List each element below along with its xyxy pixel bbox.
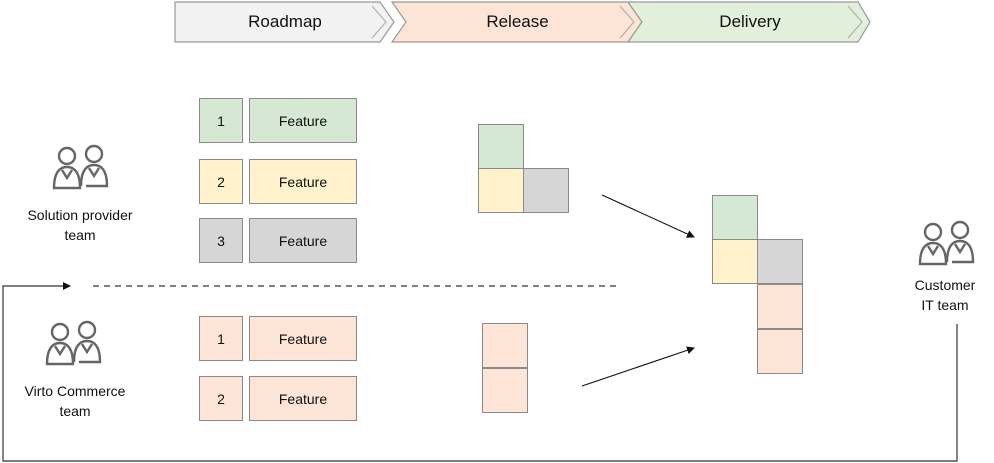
- release-block: [523, 168, 569, 213]
- feature-number: 2: [199, 376, 243, 421]
- feature-box: Feature: [249, 218, 357, 263]
- team-label-line: team: [64, 227, 96, 243]
- team-label-customer: Customer IT team: [895, 275, 994, 315]
- feature-number: 1: [199, 98, 243, 143]
- team-icon: [52, 144, 109, 190]
- stage-chevron-roadmap: [174, 1, 395, 43]
- delivery-block: [757, 239, 803, 284]
- team-icon: [45, 320, 102, 366]
- delivery-block: [757, 284, 803, 329]
- release-block: [478, 124, 524, 169]
- team-label-line: Virto Commerce: [24, 383, 126, 399]
- stage-label-roadmap: Roadmap: [248, 12, 322, 31]
- release-block: [482, 323, 528, 368]
- stage-label-release: Release: [486, 12, 549, 31]
- release-block: [478, 168, 524, 213]
- team-label-line: Solution provider: [27, 207, 133, 223]
- feature-box: Feature: [249, 159, 357, 204]
- feature-box: Feature: [249, 98, 357, 143]
- feature-number: 1: [199, 316, 243, 361]
- feature-box: Feature: [249, 316, 357, 361]
- arrow-release-to-delivery-lower: [581, 346, 695, 387]
- delivery-block: [712, 195, 758, 240]
- arrow-release-to-delivery-upper: [601, 194, 695, 238]
- feature-number: 2: [199, 159, 243, 204]
- team-icon: [918, 220, 975, 266]
- team-label-line: team: [59, 403, 91, 419]
- stage-label-delivery: Delivery: [719, 12, 781, 31]
- team-label-line: IT team: [921, 297, 969, 313]
- release-block: [482, 368, 528, 413]
- feedback-loop-line: [2, 282, 958, 462]
- team-label-line: Customer: [914, 277, 976, 293]
- feature-box: Feature: [249, 376, 357, 421]
- delivery-block: [712, 239, 758, 284]
- team-label-solution-provider: Solution provider team: [5, 205, 155, 245]
- stage-chevron-delivery: [626, 1, 871, 43]
- team-label-virto: Virto Commerce team: [5, 381, 145, 421]
- delivery-block: [757, 329, 803, 374]
- feature-number: 3: [199, 218, 243, 263]
